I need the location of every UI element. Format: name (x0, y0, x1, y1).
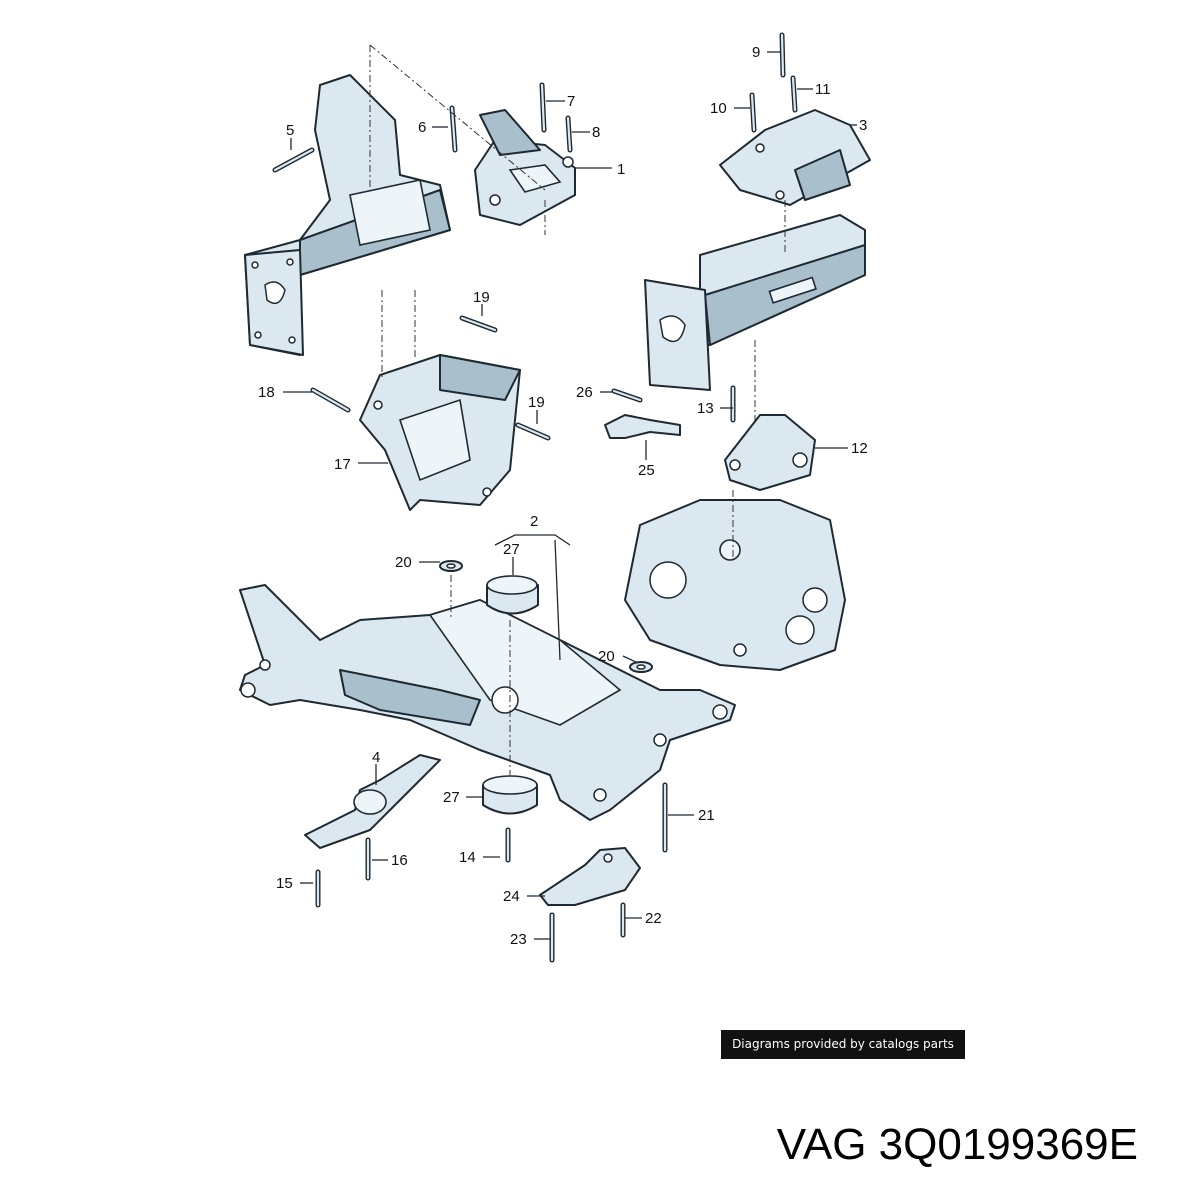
bolt-19b (515, 422, 551, 441)
engine-mount-1 (474, 109, 576, 226)
callout-24: 24 (503, 888, 520, 905)
link-25 (604, 414, 681, 439)
callout-12: 12 (851, 440, 868, 457)
callout-4: 4 (372, 749, 380, 766)
right-frame-rail (644, 214, 866, 391)
callout-18: 18 (258, 384, 275, 401)
callout-25: 25 (638, 462, 655, 479)
pendulum-mount-4 (304, 754, 441, 849)
callout-6: 6 (418, 119, 426, 136)
bracket-24 (539, 847, 641, 906)
callout-14: 14 (459, 849, 476, 866)
bolt-8 (565, 115, 573, 153)
bolt-7 (539, 82, 547, 133)
callout-17: 17 (334, 456, 351, 473)
left-frame-rail (244, 74, 451, 356)
callout-26: 26 (576, 384, 593, 401)
callout-19-right: 19 (528, 394, 545, 411)
bolt-26 (611, 388, 643, 403)
bolt-11 (790, 75, 798, 113)
callout-10: 10 (710, 100, 727, 117)
callout-2: 2 (530, 513, 538, 530)
transmission-mount-3 (719, 109, 871, 206)
bolt-10 (749, 92, 757, 133)
washer-20-right (629, 661, 653, 673)
callout-20-left: 20 (395, 554, 412, 571)
callout-9: 9 (752, 44, 760, 61)
callout-19-top: 19 (473, 289, 490, 306)
callout-16: 16 (391, 852, 408, 869)
bushing-27-bottom (482, 775, 538, 815)
callout-20-right: 20 (598, 648, 615, 665)
callout-15: 15 (276, 875, 293, 892)
bracket-17 (359, 354, 521, 511)
callout-27-bottom: 27 (443, 789, 460, 806)
assembly-guide-lines (369, 44, 786, 775)
callout-22: 22 (645, 910, 662, 927)
part-number-title: VAG 3Q0199369E (776, 1120, 1138, 1169)
callout-21: 21 (698, 807, 715, 824)
callout-labels: 1 2 3 4 5 6 7 8 9 10 11 12 13 14 15 16 1… (258, 44, 868, 948)
callout-23: 23 (510, 931, 527, 948)
callout-8: 8 (592, 124, 600, 141)
bolt-5 (272, 147, 315, 173)
callout-11: 11 (815, 81, 831, 98)
bolt-19a (459, 315, 498, 333)
callout-1: 1 (617, 161, 625, 178)
bolt-6 (449, 105, 458, 153)
callout-13: 13 (697, 400, 714, 417)
bolt-9 (779, 32, 786, 78)
callout-27-top: 27 (503, 541, 520, 558)
transmission-case (624, 499, 846, 671)
bushing-27-top (486, 575, 539, 615)
callout-7: 7 (567, 93, 575, 110)
bracket-12 (724, 414, 816, 491)
credit-banner: Diagrams provided by catalogs parts (721, 1030, 965, 1059)
callout-5: 5 (286, 122, 294, 139)
bolt-18 (310, 387, 351, 413)
callout-3: 3 (859, 117, 867, 134)
washer-20-left (439, 560, 463, 572)
subframe-2 (239, 584, 736, 821)
callout-leaders (283, 51, 857, 940)
